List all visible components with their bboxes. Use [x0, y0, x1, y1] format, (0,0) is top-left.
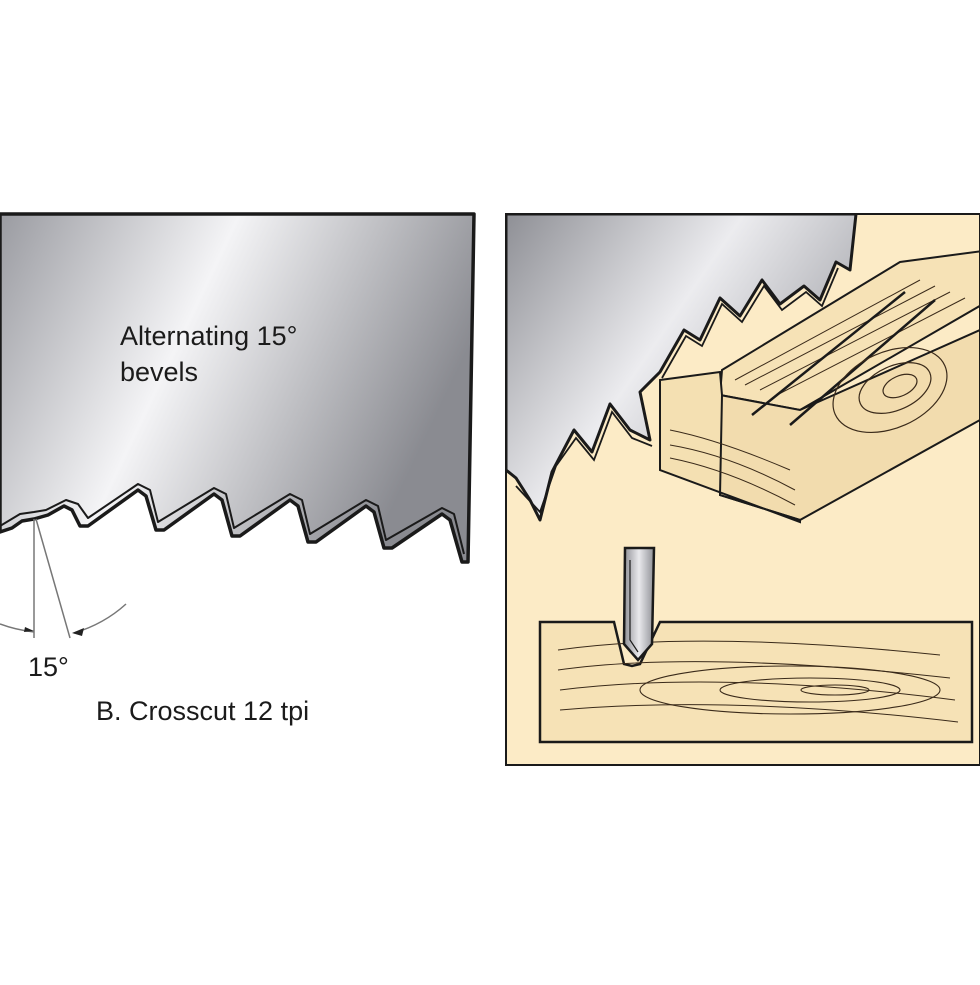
- bevel-angle-lines: [0, 518, 127, 639]
- caption: B. Crosscut 12 tpi: [96, 696, 310, 726]
- panel-saw-blade: [506, 214, 858, 522]
- crosscut-panel: [505, 213, 980, 766]
- crosscut-in-wood-icon: [659, 250, 980, 524]
- kerf-cross-section-icon: [538, 546, 974, 744]
- angle-label: 15°: [28, 652, 69, 682]
- saw-blade-icon: [0, 212, 476, 564]
- bevel-label: Alternating 15° bevels: [120, 318, 380, 390]
- bevel-label-line1: Alternating 15°: [120, 321, 298, 351]
- bevel-label-line2: bevels: [120, 357, 199, 387]
